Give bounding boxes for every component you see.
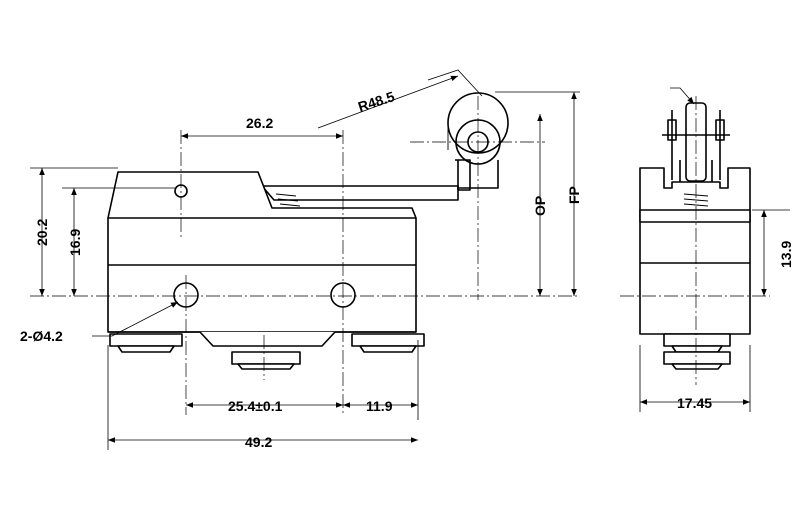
side-body	[639, 209, 751, 335]
dim-free-position: FP	[566, 186, 582, 204]
terminal-middle	[231, 351, 301, 370]
dim-hole-height: 16.9	[67, 229, 83, 256]
side-terminal-bottom	[663, 351, 731, 365]
switch-body	[107, 217, 417, 333]
dim-lever-offset: 26.2	[246, 115, 273, 131]
dim-side-width: 17.45	[677, 395, 712, 411]
side-dimensions: 13.9 17.45	[639, 209, 794, 412]
dim-overall-length: 49.2	[245, 434, 272, 450]
lever-arm	[261, 159, 471, 210]
dim-operating-position: OP	[532, 196, 548, 216]
terminal-left	[109, 333, 183, 353]
side-terminal-top	[663, 333, 731, 347]
housing-top	[107, 171, 417, 219]
dim-side-height: 13.9	[778, 241, 794, 268]
body-bottom-step	[108, 331, 416, 347]
dim-hole-spacing: 25.4±0.1	[228, 398, 283, 414]
dim-overall-height: 20.2	[34, 219, 50, 246]
dim-roller-radius: R48.5	[356, 88, 397, 115]
front-view	[30, 92, 580, 415]
terminal-right	[351, 333, 425, 353]
dim-terminal-offset: 11.9	[366, 398, 393, 414]
dim-mount-holes: 2-Ø4.2	[20, 328, 63, 344]
side-view	[620, 87, 770, 385]
front-dimensions: 26.2 R48.5 20.2 16.9 OP FP 2-Ø4.2 25.4±0…	[20, 69, 582, 450]
